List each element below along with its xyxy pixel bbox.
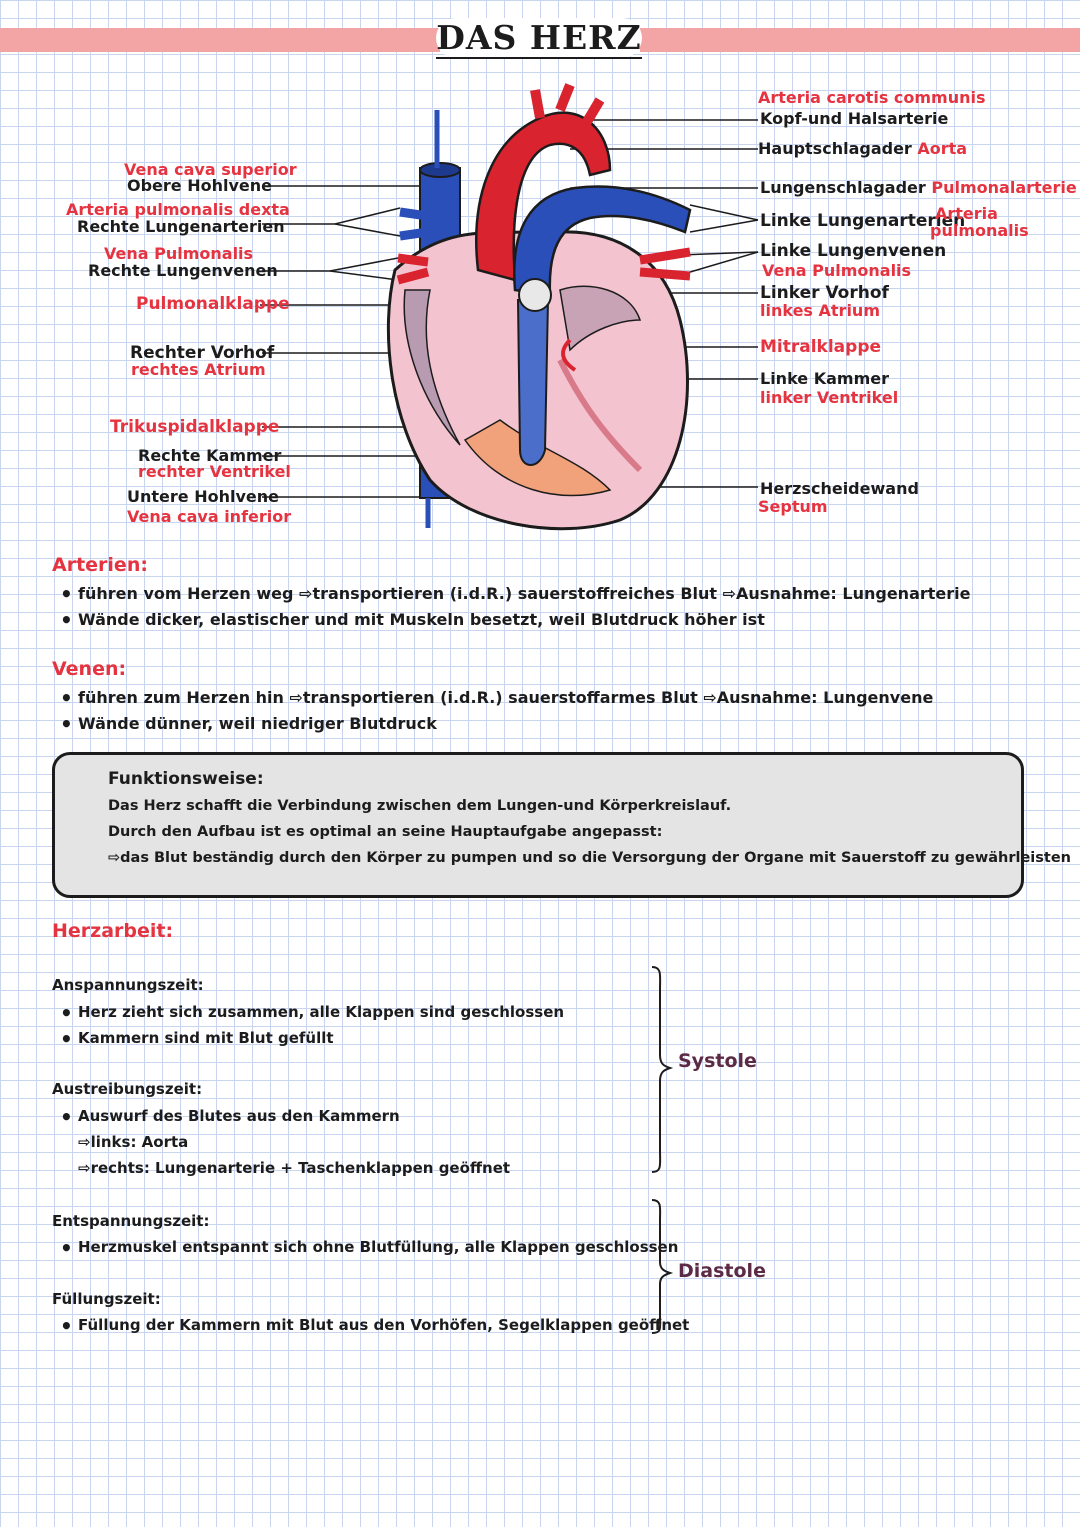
systole-label: Systole: [678, 1050, 757, 1072]
diastole-label: Diastole: [678, 1260, 766, 1282]
